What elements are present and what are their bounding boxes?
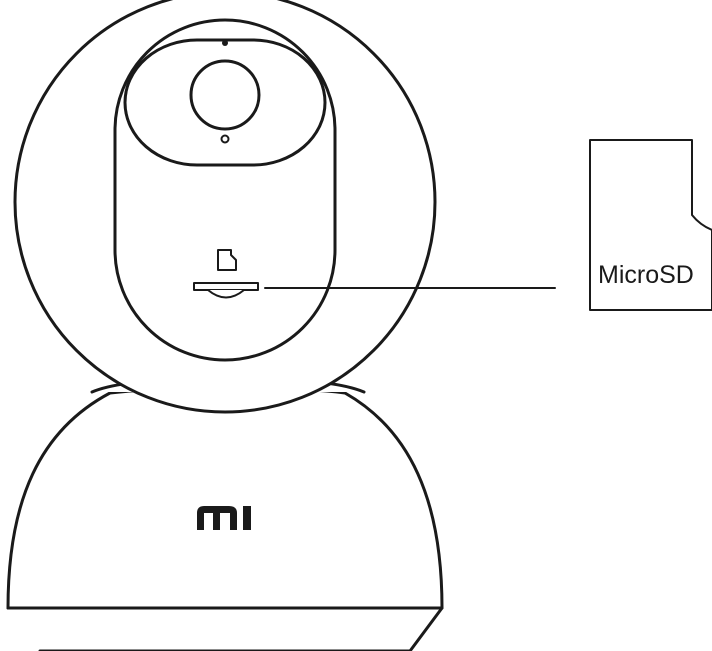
microsd-slot-icon [193,282,259,299]
sd-card-icon [217,249,237,271]
mi-logo-i [243,506,251,530]
camera-lens-icon [189,59,261,131]
microsd-card: MicroSD [589,139,712,311]
mi-logo-m [197,506,237,530]
camera-base [6,386,444,651]
microsd-label: MicroSD [598,261,694,289]
microphone-hole-icon [220,134,230,144]
slot-outline [193,282,259,291]
base-dome [6,386,444,610]
camera-head [13,0,437,414]
mi-logo [197,506,251,530]
slot-notch [207,289,245,299]
base-bottom-plate [6,606,444,651]
status-light-icon [222,40,228,46]
